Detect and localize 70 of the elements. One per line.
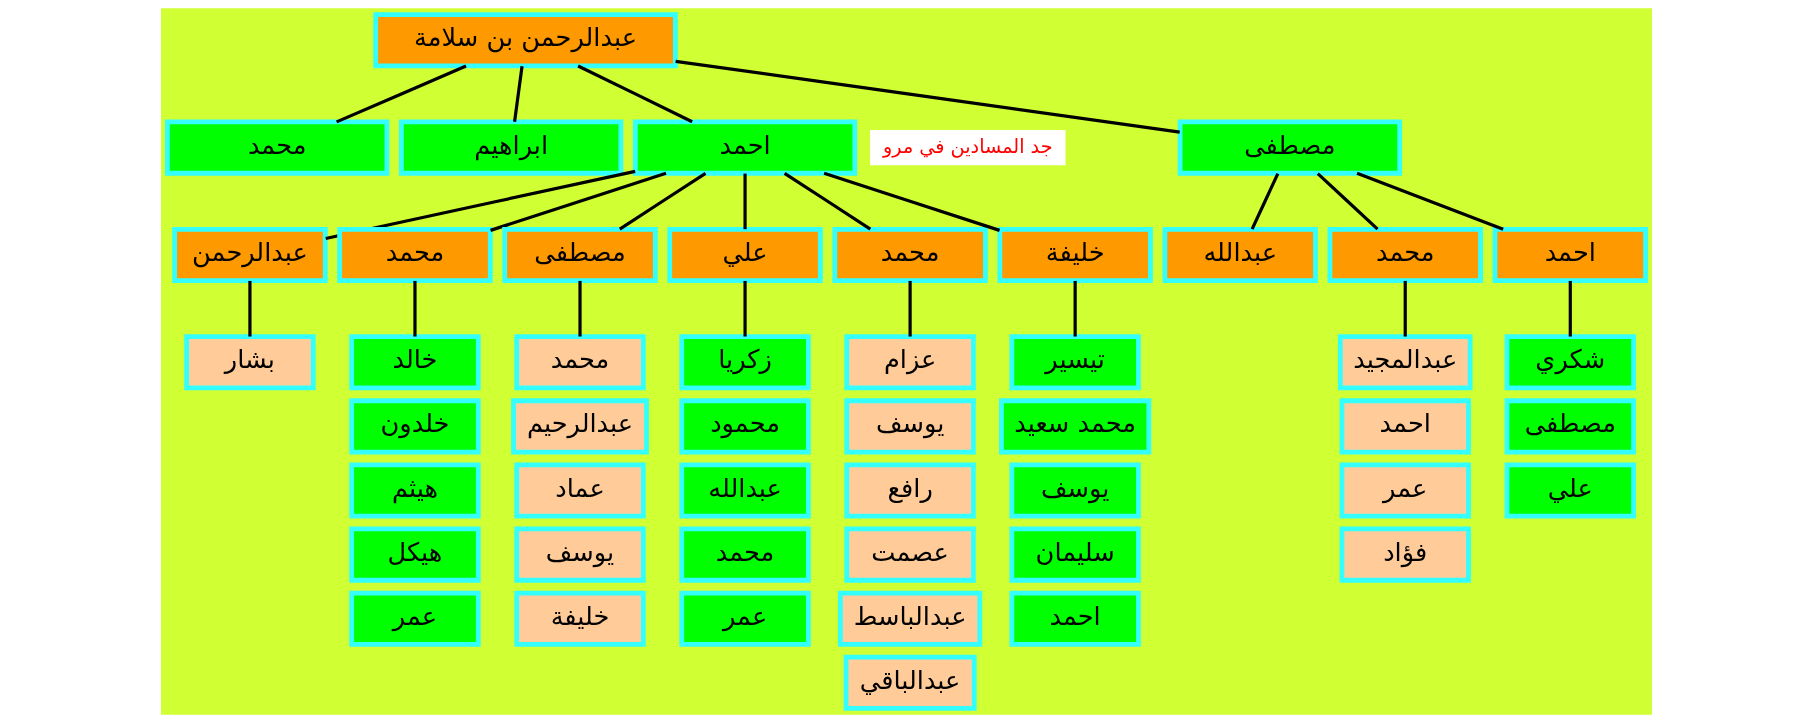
connector (742, 280, 747, 337)
node-box: عماد (513, 462, 646, 519)
node-box: محمد (336, 226, 493, 283)
connector (412, 280, 417, 337)
connector (576, 64, 693, 124)
connector (489, 171, 666, 232)
node-box: عبدالرحيم (510, 398, 649, 455)
connector (577, 280, 582, 337)
connector (1568, 280, 1572, 337)
node-box: خليفة (996, 226, 1153, 283)
node-box: عمر (348, 590, 481, 647)
node-box: هيثم (348, 462, 481, 519)
node-box: عبدالله (678, 462, 811, 519)
node-box: هيكل (348, 526, 481, 583)
node-box: شكري (1504, 334, 1636, 391)
node-box: مصطفى (501, 226, 658, 283)
node-box: زكريا (678, 334, 811, 391)
node-box: يوسف (843, 398, 976, 455)
node-box: خالد (348, 334, 481, 391)
node-box: عبدالباقي (843, 654, 977, 711)
node-box: يوسف (1008, 462, 1141, 519)
node-box: عصمت (843, 526, 976, 583)
node-box: عبدالرحمن بن سلامة (372, 12, 678, 69)
connector (908, 280, 912, 337)
connector (674, 59, 1180, 134)
node-box: خلدون (348, 398, 481, 455)
connector (1355, 171, 1504, 231)
node-box: فؤاد (1339, 526, 1471, 583)
node-box: محمد (678, 526, 811, 583)
node-box: مصطفى (1504, 398, 1636, 455)
connector (1316, 172, 1379, 231)
node-box: ابراهيم (398, 119, 623, 176)
connector (324, 169, 635, 241)
node-box: رافع (843, 462, 976, 519)
node-box: محمد (513, 334, 646, 391)
node-box: احمد (1008, 590, 1141, 647)
node-box: مصطفى (1177, 119, 1402, 176)
node-box: بشار (183, 334, 316, 391)
node-box: عبدالباسط (837, 590, 982, 647)
node-box: محمد (1327, 226, 1483, 283)
node-box: يوسف (513, 526, 646, 583)
node-box: عبدالمجيد (1337, 334, 1473, 391)
connector (618, 171, 706, 231)
connector (823, 171, 1000, 232)
node-box: احمد (1339, 398, 1471, 455)
node-box: عبدالله (1161, 226, 1318, 283)
node-box: خليفة (513, 590, 646, 647)
connector (512, 66, 524, 123)
node-box: علي (666, 226, 823, 283)
node-box: محمد (831, 226, 988, 283)
node-box: عمر (1339, 462, 1471, 519)
connector (1403, 280, 1407, 337)
node-box: محمود (678, 398, 811, 455)
node-box: محمد (164, 119, 389, 176)
node-box: عبدالرحمن (171, 226, 328, 283)
connector (1073, 280, 1077, 337)
connector (1250, 172, 1279, 230)
node-box: علي (1504, 462, 1636, 519)
node-box: محمد سعيد (998, 398, 1151, 455)
connector (335, 64, 467, 124)
node-box: احمد (632, 119, 857, 176)
node-box: تيسير (1008, 334, 1141, 391)
node-box: سليمان (1008, 526, 1141, 583)
node-box: عزام (843, 334, 976, 391)
connector (247, 280, 252, 337)
node-box: عمر (678, 590, 811, 647)
connector (742, 173, 747, 230)
node-label: جد المسادين في مرو (882, 134, 1053, 158)
connector (783, 171, 871, 231)
node-box: احمد (1492, 226, 1648, 283)
